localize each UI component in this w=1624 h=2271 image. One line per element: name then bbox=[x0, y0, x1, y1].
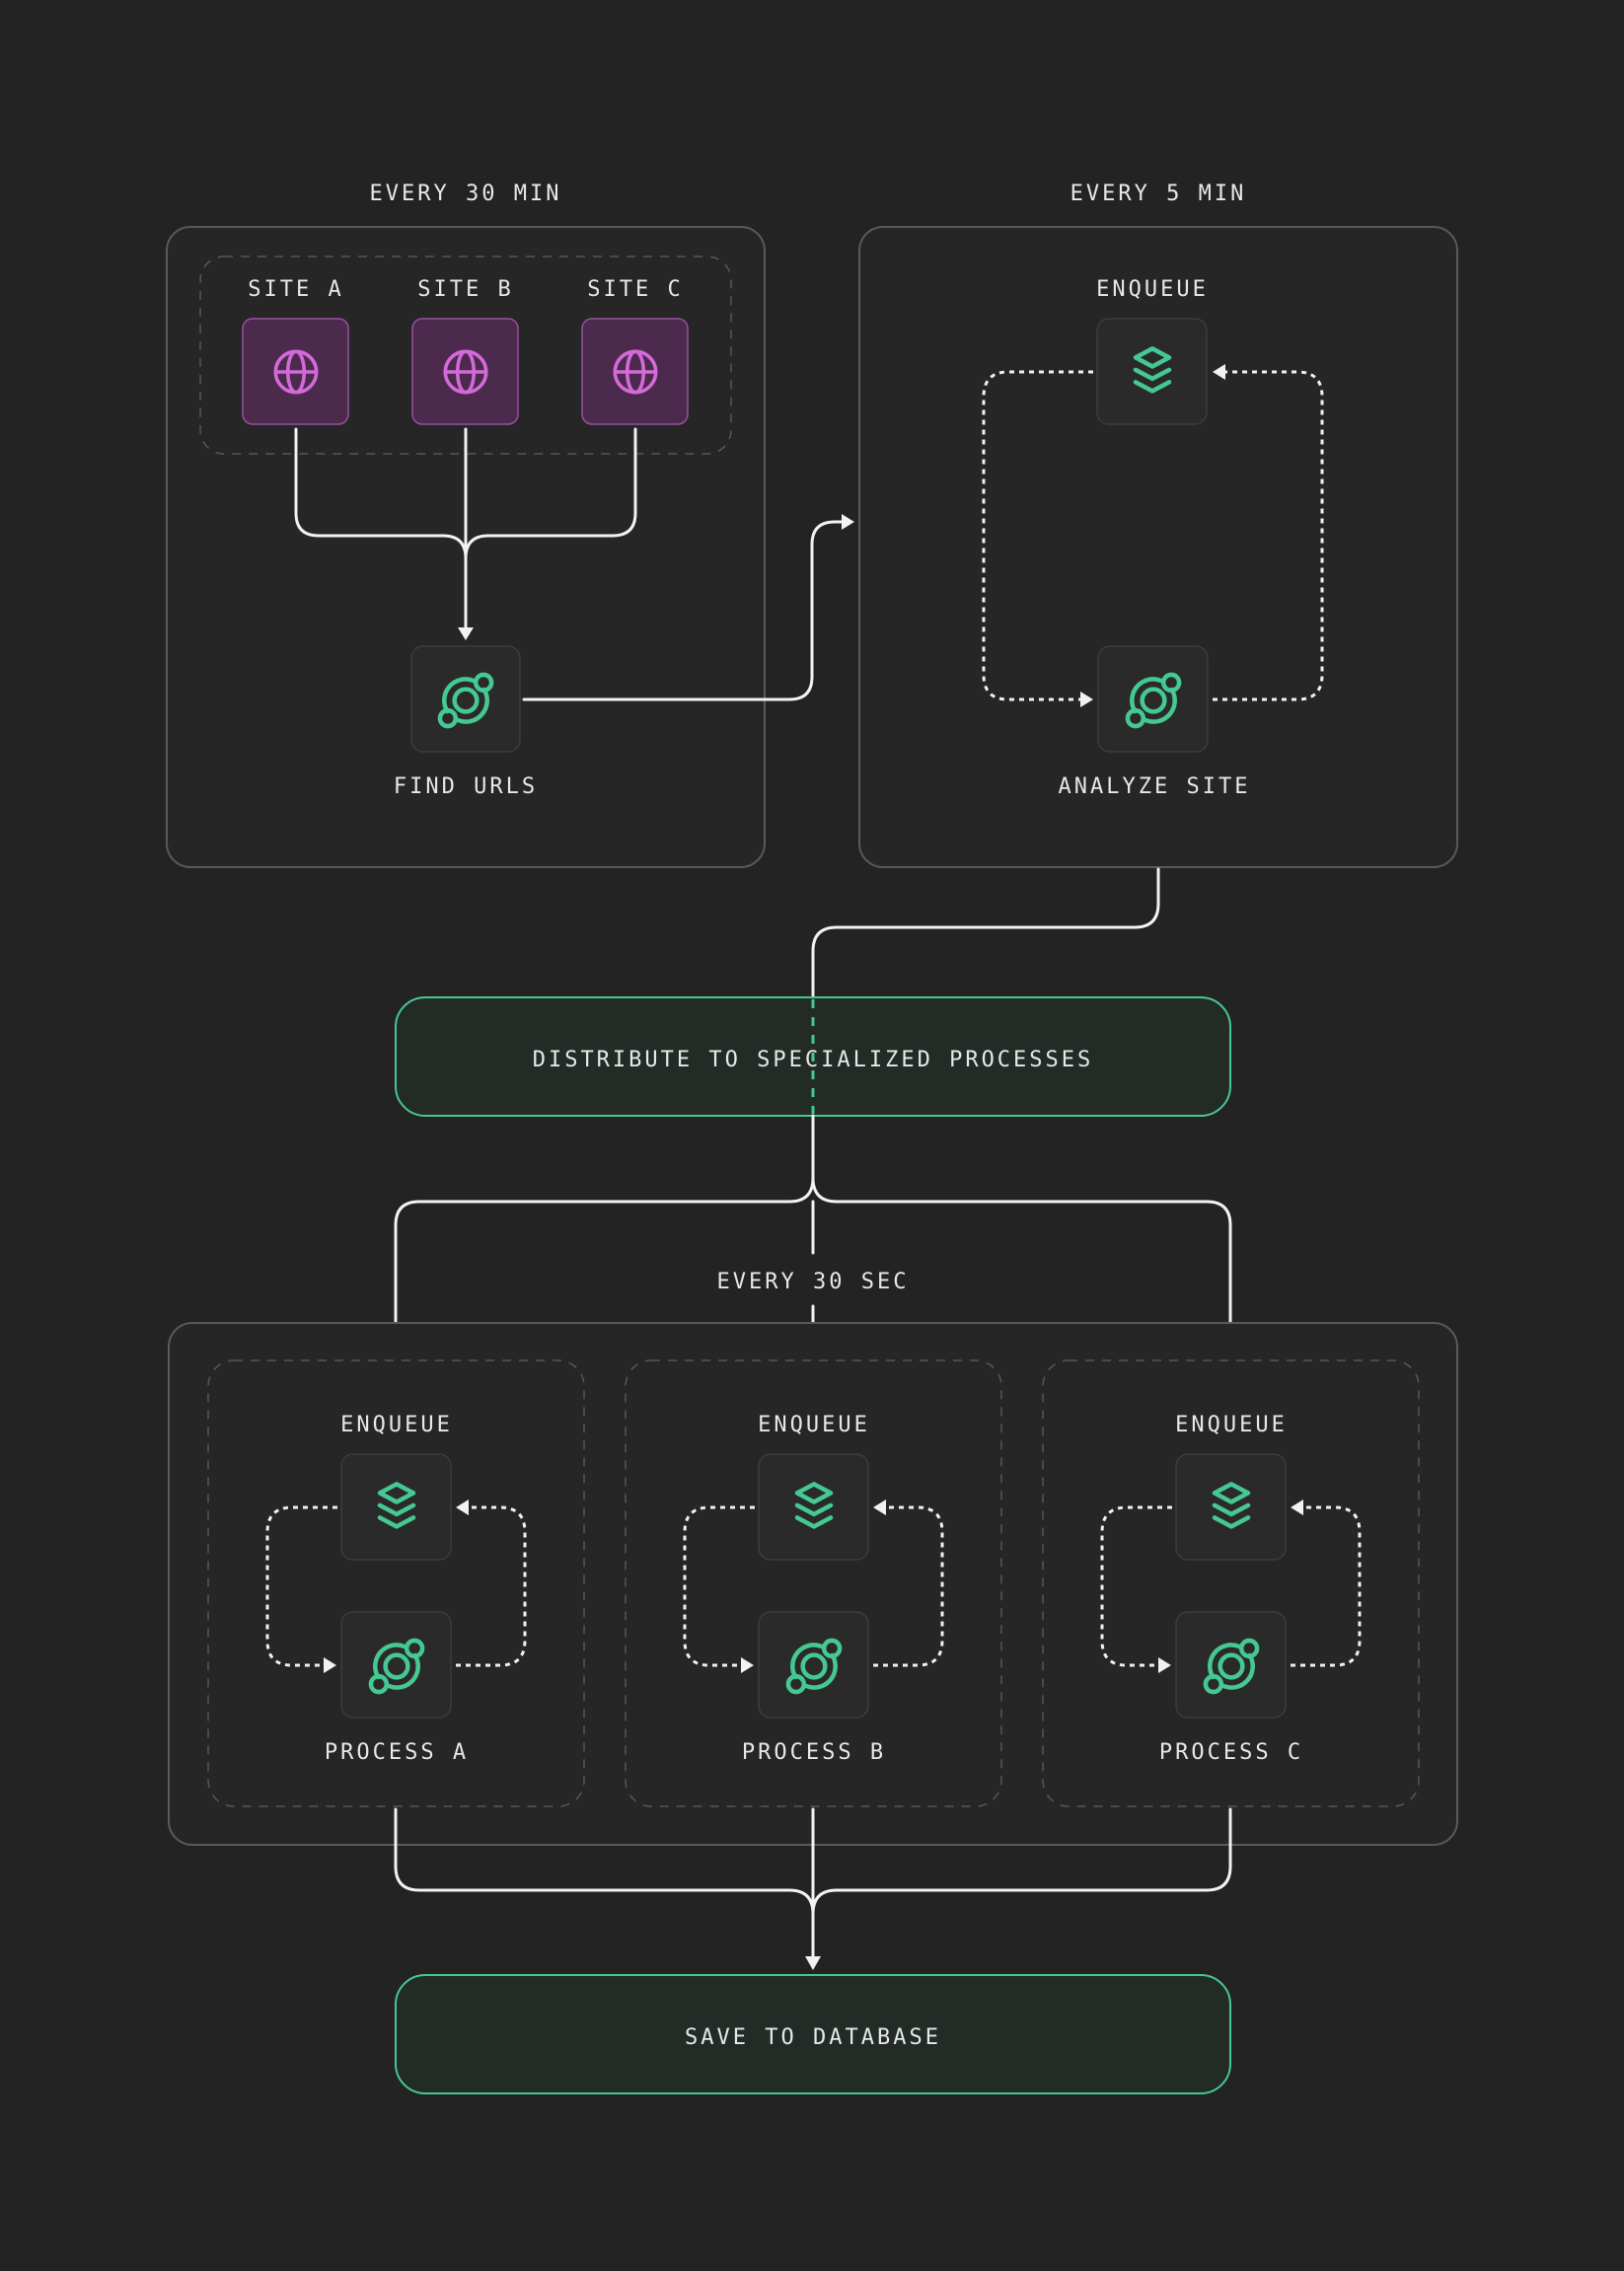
enqueue-label-b: ENQUEUE bbox=[758, 1413, 870, 1437]
process-c-label: PROCESS C bbox=[1159, 1740, 1303, 1765]
process-a-node[interactable] bbox=[340, 1611, 452, 1719]
enqueue-c-node[interactable] bbox=[1175, 1453, 1287, 1561]
find-urls-node[interactable] bbox=[410, 645, 521, 753]
processes-group bbox=[168, 1322, 1458, 1846]
save-label: SAVE TO DATABASE bbox=[685, 2025, 941, 2050]
enqueue-b-node[interactable] bbox=[758, 1453, 869, 1561]
processes-merge-connector bbox=[394, 1807, 1232, 1970]
save-step[interactable]: SAVE TO DATABASE bbox=[395, 1974, 1231, 2094]
process-a-label: PROCESS A bbox=[325, 1740, 469, 1765]
analyze-group bbox=[858, 226, 1458, 868]
process-b-node[interactable] bbox=[758, 1611, 869, 1719]
distribute-split-connector bbox=[388, 1114, 1238, 1355]
site-label-c: SITE C bbox=[587, 277, 683, 302]
enqueue-label-analyze: ENQUEUE bbox=[1096, 277, 1209, 302]
site-b-node[interactable] bbox=[411, 318, 519, 425]
analyze-to-distribute-connector bbox=[811, 867, 1160, 998]
site-label-a: SITE A bbox=[248, 277, 343, 302]
process-b-label: PROCESS B bbox=[742, 1740, 886, 1765]
find-to-analyze-connector bbox=[522, 514, 854, 701]
sites-merge-connector bbox=[294, 427, 637, 640]
schedule-label-5min: EVERY 5 MIN bbox=[1070, 182, 1247, 206]
sites-group bbox=[199, 256, 732, 455]
enqueue-label-a: ENQUEUE bbox=[340, 1413, 453, 1437]
process-b-group: ENQUEUE PROCESS B bbox=[625, 1359, 1002, 1807]
schedule-label-30min: EVERY 30 MIN bbox=[370, 182, 562, 206]
enqueue-analyze-node[interactable] bbox=[1096, 318, 1208, 425]
find-urls-label: FIND URLS bbox=[394, 774, 538, 799]
distribute-label: DISTRIBUTE TO SPECIALIZED PROCESSES bbox=[533, 1048, 1094, 1072]
analyze-loop bbox=[982, 364, 1324, 707]
enqueue-a-node[interactable] bbox=[340, 1453, 452, 1561]
site-a-node[interactable] bbox=[242, 318, 349, 425]
process-c-node[interactable] bbox=[1175, 1611, 1287, 1719]
site-c-node[interactable] bbox=[581, 318, 689, 425]
site-label-b: SITE B bbox=[417, 277, 513, 302]
schedule-label-30sec: EVERY 30 SEC bbox=[717, 1270, 910, 1294]
distribute-step[interactable]: DISTRIBUTE TO SPECIALIZED PROCESSES bbox=[395, 996, 1231, 1117]
process-a-group: ENQUEUE PROCESS A bbox=[207, 1359, 585, 1807]
enqueue-label-c: ENQUEUE bbox=[1175, 1413, 1288, 1437]
analyze-site-node[interactable] bbox=[1097, 645, 1209, 753]
process-c-group: ENQUEUE PROCESS C bbox=[1042, 1359, 1420, 1807]
analyze-site-label: ANALYZE SITE bbox=[1059, 774, 1251, 799]
